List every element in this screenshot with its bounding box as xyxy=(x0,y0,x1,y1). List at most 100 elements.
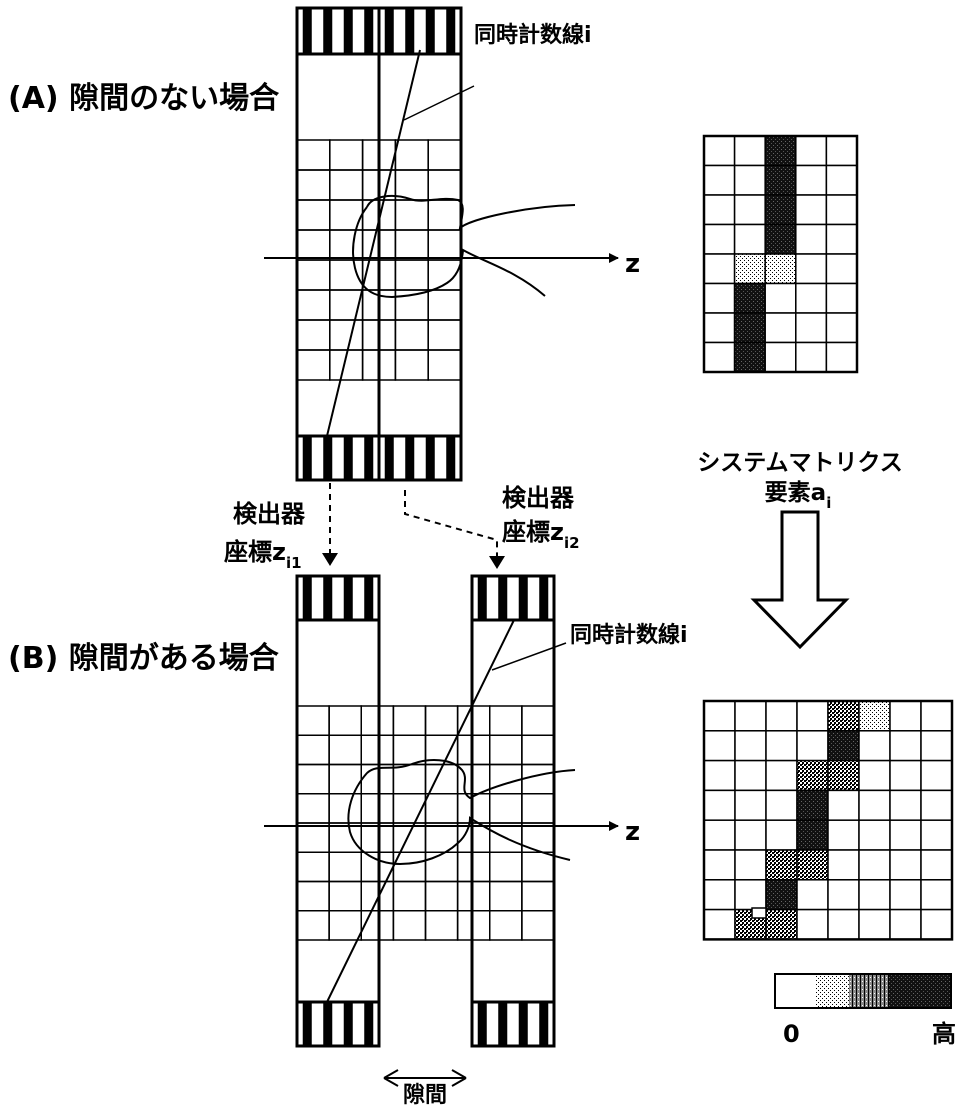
voxel-cell xyxy=(392,705,427,736)
detector-a-top-crystals xyxy=(302,8,456,54)
matrix-cell xyxy=(765,789,798,821)
detector-crystal xyxy=(302,576,312,620)
matrix-cell xyxy=(734,879,767,911)
matrix-cell xyxy=(827,849,860,881)
matrix-cell xyxy=(795,312,828,344)
matrix-cell xyxy=(733,341,766,373)
voxel-cell xyxy=(296,734,330,766)
matrix-cell xyxy=(703,135,736,167)
matrix-frame xyxy=(702,134,859,374)
z-axis-a-label: z xyxy=(625,249,640,279)
matrix-cell xyxy=(827,908,860,941)
coord-2-arrowhead xyxy=(489,556,505,569)
detector-b-left-outline xyxy=(295,574,381,1048)
colorbar-frame xyxy=(774,973,952,1009)
detector-crystal xyxy=(323,8,333,54)
matrix-cell xyxy=(920,730,953,762)
voxel-cell xyxy=(328,734,362,766)
matrix-cell xyxy=(764,194,797,226)
detector-crystal xyxy=(343,436,353,480)
lor-a-label: 同時計数線i xyxy=(474,22,592,48)
matrix-cell xyxy=(858,879,891,911)
voxel-cell xyxy=(489,763,523,795)
matrix-cell xyxy=(796,759,829,792)
detector-crystal xyxy=(539,576,549,620)
matrix-cell xyxy=(703,282,736,314)
voxel-cell xyxy=(328,880,362,912)
detector-crystal xyxy=(477,1002,487,1046)
lor-b-leader xyxy=(491,642,567,671)
detector-a-bottom-crystals xyxy=(302,436,456,480)
voxel-cell xyxy=(521,880,555,912)
matrix-cell xyxy=(703,164,736,196)
matrix-cell xyxy=(764,135,797,167)
system-matrix-b xyxy=(702,699,954,941)
voxel-cell xyxy=(489,910,523,941)
lor-a-leader xyxy=(403,85,475,121)
matrix-cell xyxy=(796,730,829,762)
matrix-cell xyxy=(796,849,829,881)
voxel-cell xyxy=(329,229,364,261)
matrix-cell xyxy=(827,789,860,821)
matrix-cell xyxy=(889,789,922,821)
voxel-cell xyxy=(521,851,555,883)
detector-b-right-outline xyxy=(470,574,556,1048)
voxel-cell xyxy=(521,763,555,795)
matrix-cell xyxy=(764,341,797,373)
detector-crystal xyxy=(343,8,353,54)
matrix-cell xyxy=(889,759,922,792)
detector-crystal xyxy=(343,1002,353,1046)
gap-arrow-right-head xyxy=(451,1069,467,1087)
matrix-cell xyxy=(827,700,860,732)
detector-crystal xyxy=(302,436,312,480)
colorbar-seg-1 xyxy=(815,974,849,1008)
colorbar-seg-2 xyxy=(849,974,889,1008)
matrix-cell xyxy=(825,282,858,314)
matrix-cell xyxy=(825,223,858,255)
colorbar-max-label: 高 xyxy=(932,1020,956,1048)
voxel-cell xyxy=(392,763,427,795)
voxel-cell xyxy=(360,705,395,736)
matrix-cell xyxy=(765,730,798,762)
voxel-cell xyxy=(456,734,491,766)
matrix-cell xyxy=(733,312,766,344)
voxel-cell xyxy=(394,169,429,201)
detector-crystal xyxy=(539,1002,549,1046)
voxel-cell xyxy=(329,169,364,201)
matrix-cell xyxy=(795,253,828,285)
matrix-cell xyxy=(734,819,767,851)
panel-b-heading: (B) 隙間がある場合 xyxy=(8,641,279,676)
matrix-cell xyxy=(889,879,922,911)
matrix-cell xyxy=(733,253,766,285)
detector-crystal xyxy=(323,1002,333,1046)
matrix-cell xyxy=(889,819,922,851)
matrix-cell xyxy=(858,819,891,851)
voxel-cell xyxy=(329,319,364,351)
detector-crystal xyxy=(405,436,415,480)
lor-b-label: 同時計数線i xyxy=(570,622,688,648)
detector-crystal xyxy=(446,436,456,480)
matrix-marker xyxy=(751,907,767,919)
gap-label: 隙間 xyxy=(403,1083,447,1108)
matrix-cell xyxy=(734,700,767,732)
voxel-cell xyxy=(296,229,331,261)
system-matrix-a xyxy=(702,134,859,374)
coord-1-line1: 検出器 xyxy=(233,500,306,528)
voxel-cell xyxy=(296,705,330,736)
matrix-cell xyxy=(920,879,953,911)
voxel-cell xyxy=(296,851,330,883)
voxel-cell xyxy=(424,880,459,912)
system-matrix-label-line2: 要素ai xyxy=(765,479,832,512)
colorbar: 0 高 xyxy=(774,973,956,1048)
voxel-cell xyxy=(424,793,459,824)
matrix-cell xyxy=(703,789,736,821)
matrix-cell xyxy=(703,194,736,226)
matrix-cell xyxy=(825,312,858,344)
matrix-cell xyxy=(703,253,736,285)
detector-b-left-bottom-crystals xyxy=(302,1002,374,1046)
voxel-cell xyxy=(521,705,555,736)
matrix-cell xyxy=(796,879,829,911)
matrix-cell xyxy=(764,223,797,255)
detector-crystal xyxy=(425,436,435,480)
